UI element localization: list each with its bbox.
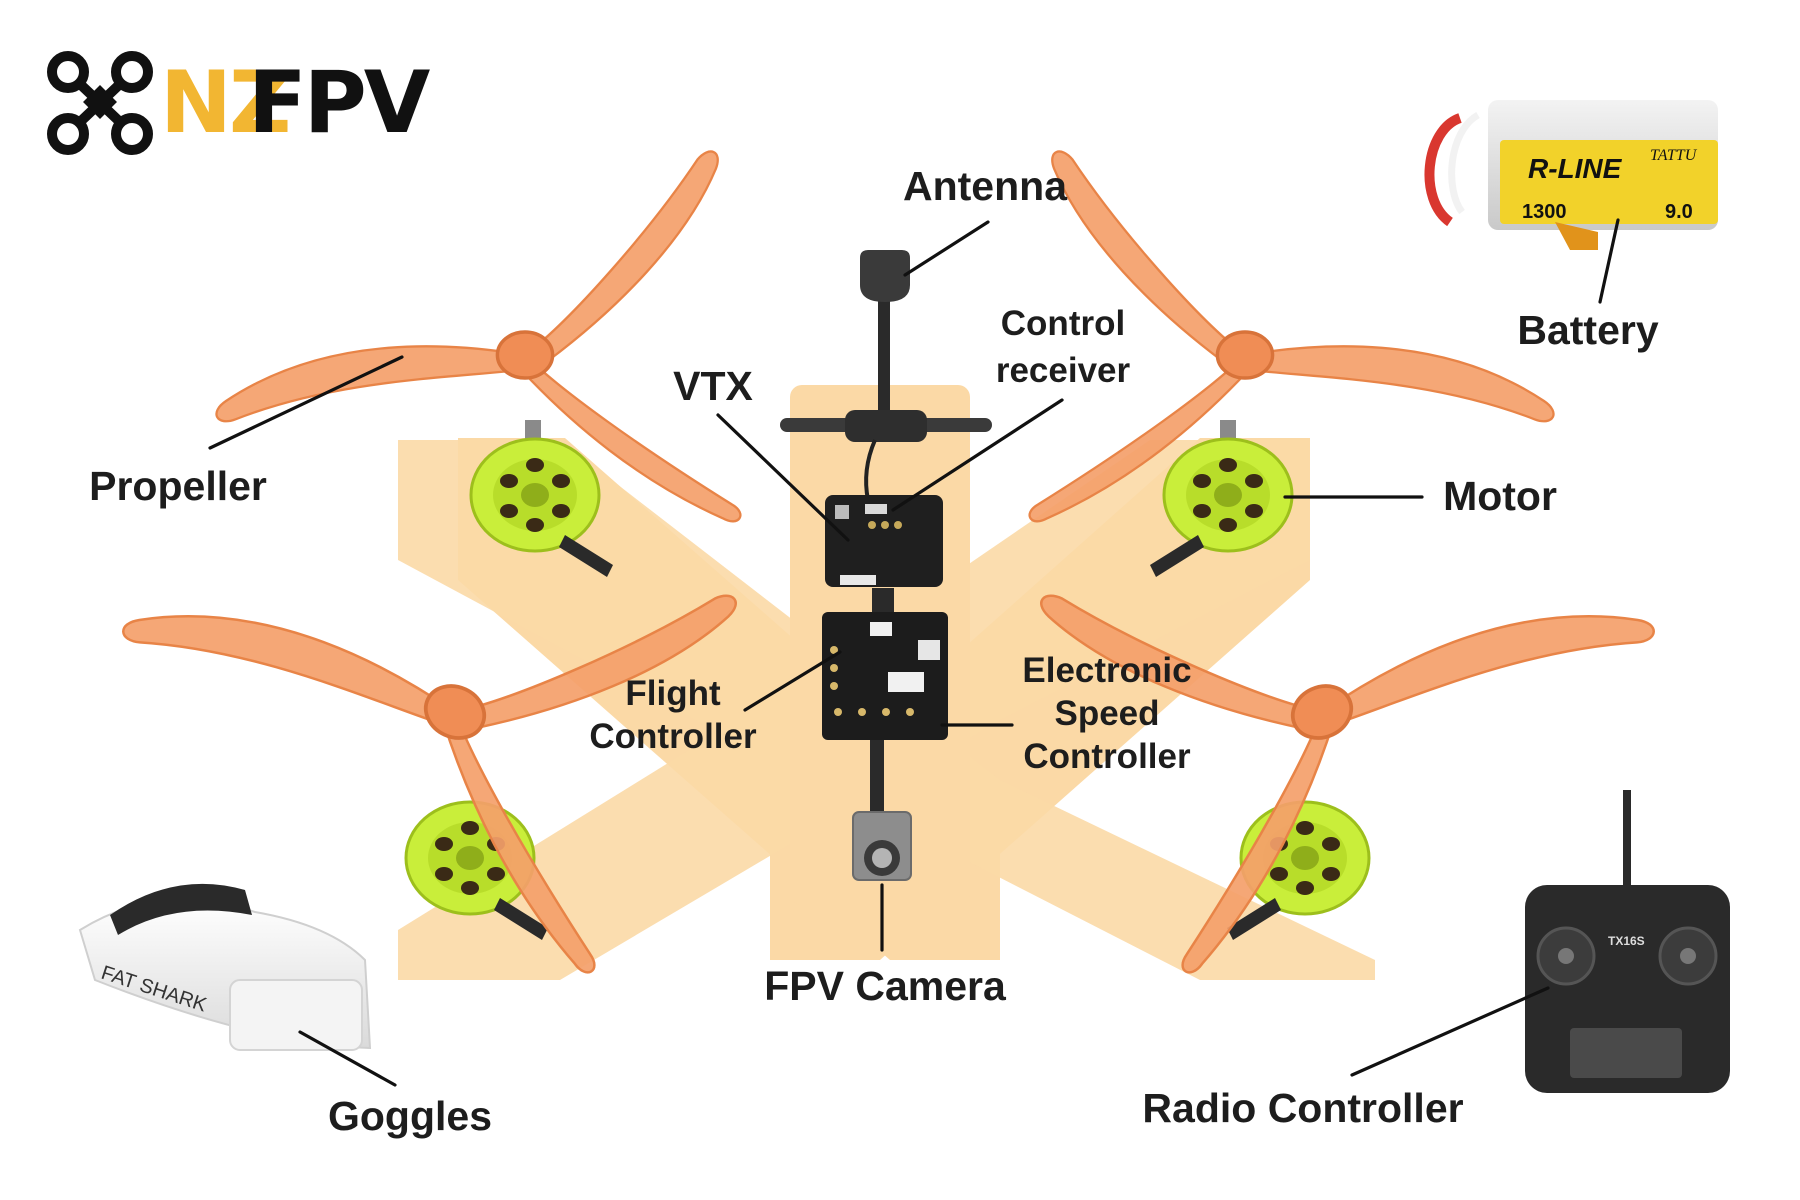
leader-battery (1598, 218, 1620, 304)
label-radio-controller: Radio Controller (1142, 1085, 1463, 1131)
label-fpv-camera: FPV Camera (764, 963, 1007, 1009)
leader-control-receiver (891, 398, 1064, 512)
leader-propeller (208, 355, 404, 450)
leader-radio-controller (1350, 986, 1550, 1077)
label-battery: Battery (1517, 307, 1658, 353)
fpv-camera (852, 811, 912, 881)
battery-brand-text: R-LINE (1528, 153, 1623, 184)
label-esc-line1: Electronic (1022, 651, 1191, 690)
label-flight-controller-line2: Controller (589, 717, 757, 756)
nzfpv-logo: NZ FPV (47, 51, 434, 155)
leader-antenna (903, 220, 990, 277)
label-propeller: Propeller (89, 463, 267, 509)
label-esc-line2: Speed (1054, 694, 1159, 733)
label-motor: Motor (1443, 473, 1557, 519)
goggles: FAT SHARK (78, 883, 372, 1051)
vtx-board (825, 495, 943, 587)
fc-esc-stack (822, 588, 948, 812)
component-labels: Antenna VTX Control receiver Battery Pro… (89, 163, 1659, 1139)
label-esc-line3: Controller (1023, 737, 1191, 776)
label-control-receiver-line2: receiver (996, 351, 1131, 390)
leader-vtx (716, 413, 850, 542)
battery-capacity-text: 1300 (1522, 201, 1567, 223)
motor-front-left (469, 420, 615, 579)
radio-model-text: TX16S (1608, 934, 1645, 948)
label-antenna: Antenna (903, 163, 1068, 209)
battery-version-text: 9.0 (1665, 201, 1693, 223)
logo-prefix: NZ (160, 53, 288, 153)
antenna (780, 250, 992, 501)
motor-front-right (1148, 420, 1294, 579)
label-control-receiver-line1: Control (1001, 304, 1125, 343)
battery: R-LINE TATTU 1300 9.0 (1424, 100, 1718, 250)
leader-goggles (298, 1030, 397, 1087)
battery-sub-text: TATTU (1650, 147, 1698, 164)
logo-suffix: FPV (248, 53, 431, 153)
leader-lines (208, 218, 1620, 1087)
leader-flight-controller (743, 650, 842, 712)
label-vtx: VTX (673, 363, 753, 409)
radio-controller: TX16S (1525, 790, 1730, 1093)
label-goggles: Goggles (328, 1093, 492, 1139)
label-flight-controller-line1: Flight (625, 674, 721, 713)
